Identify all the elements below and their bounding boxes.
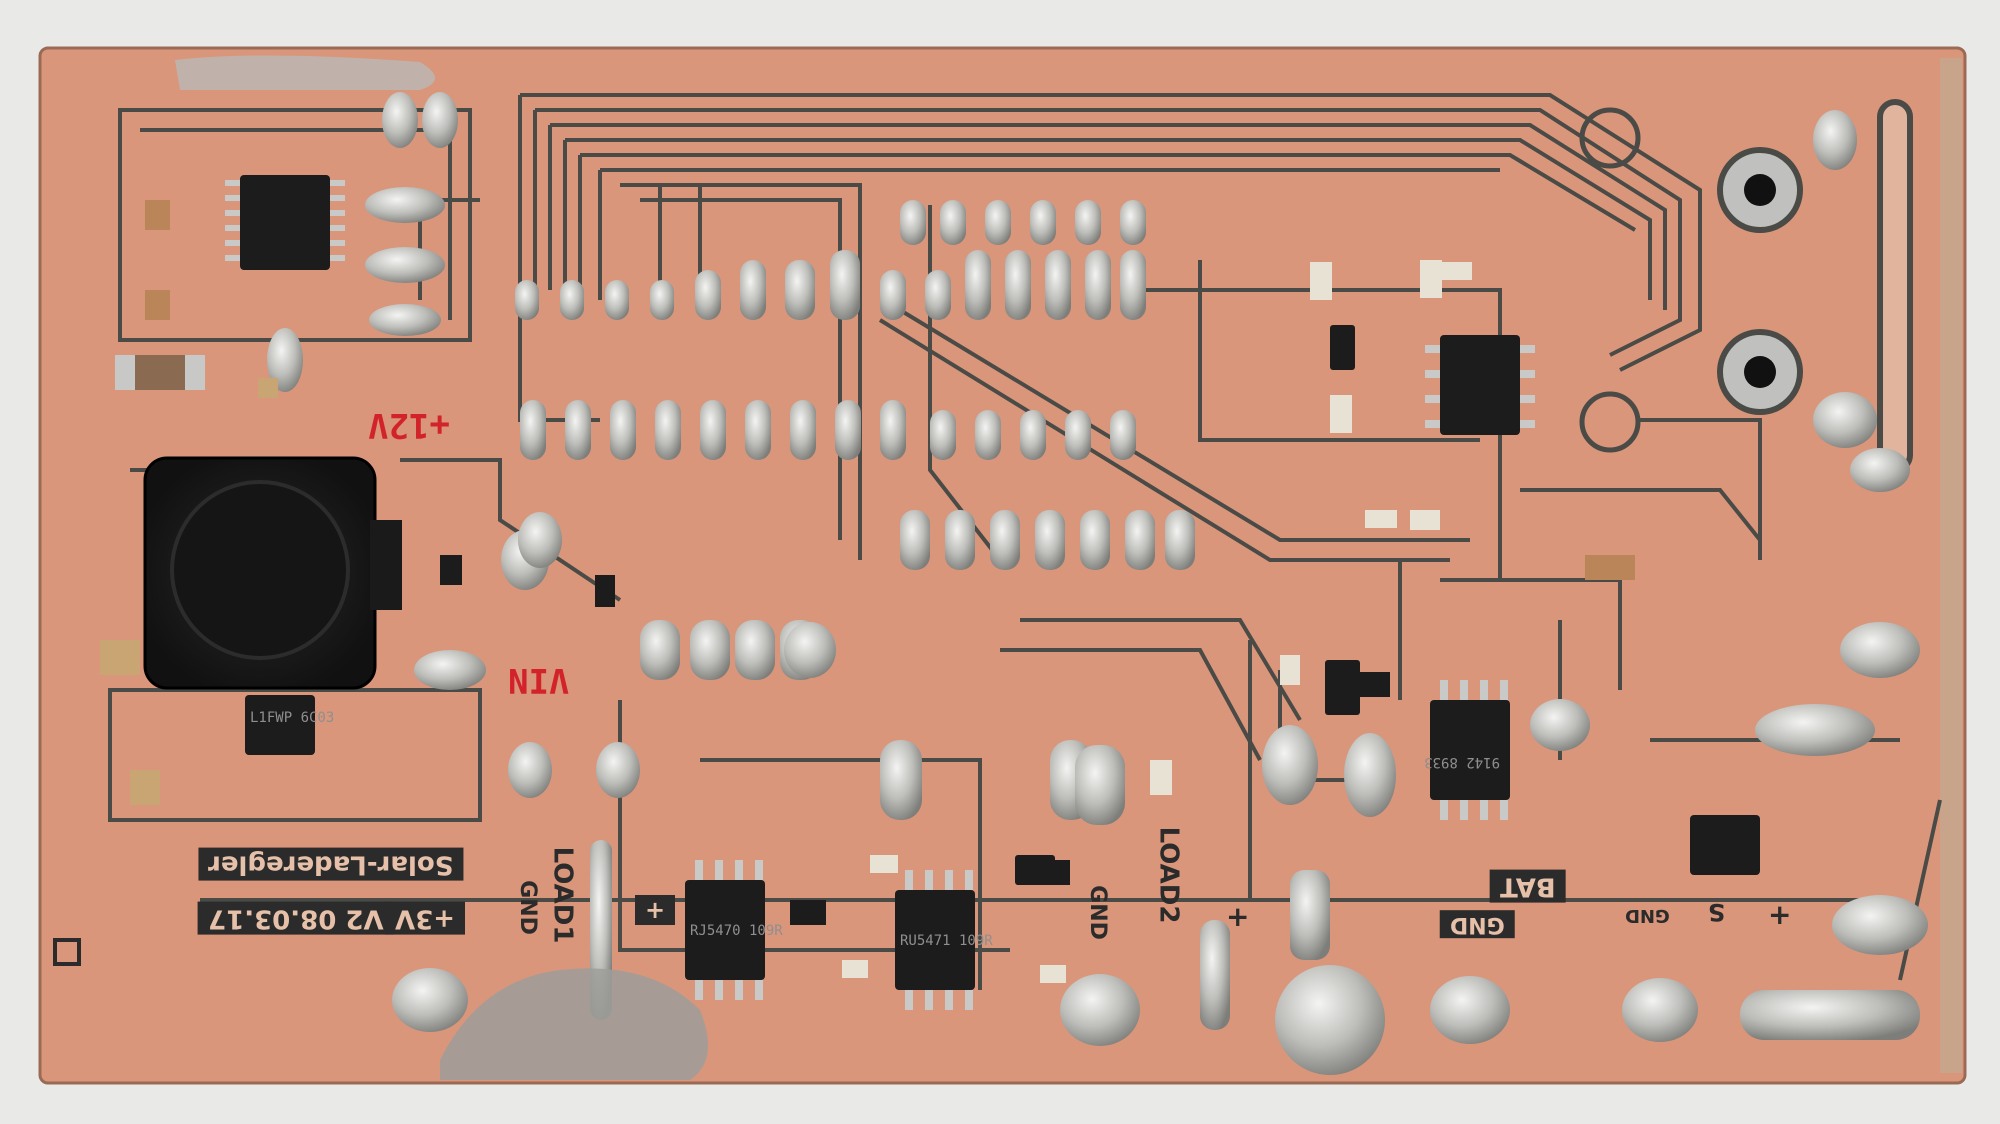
smd-components xyxy=(100,200,1635,983)
supply-silkscreen: +3V xyxy=(385,902,465,935)
svg-text:RU5471 109R: RU5471 109R xyxy=(900,933,993,949)
svg-text:L1FWP 6C03: L1FWP 6C03 xyxy=(250,710,334,726)
load1-label: LOAD1 xyxy=(547,846,578,944)
handwritten-vin: VIN xyxy=(508,660,570,700)
load2-label: LOAD2 xyxy=(1153,826,1184,924)
ic-pins xyxy=(225,180,1535,1010)
load1-gnd-label: GND xyxy=(514,880,540,935)
plus-label-load1: + xyxy=(635,895,676,926)
handwritten-12v: +12V xyxy=(368,405,450,445)
ic-chips xyxy=(240,175,1760,990)
board-name-silkscreen: Solar-Laderegler xyxy=(198,848,464,881)
inductor xyxy=(143,456,402,690)
board-slot xyxy=(1877,99,1913,473)
svg-text:RJ5470 109R: RJ5470 109R xyxy=(690,923,783,939)
s-label: S xyxy=(1708,898,1726,926)
svg-text:9142 8933: 9142 8933 xyxy=(1424,754,1500,770)
version-silkscreen: V2 08.03.17 xyxy=(198,902,394,935)
plus-label-right: + xyxy=(1768,898,1792,931)
bat-gnd-label: GND xyxy=(1440,910,1515,939)
gnd-right-label: GND xyxy=(1625,905,1670,926)
corner-marker xyxy=(53,938,81,966)
solder-smear xyxy=(440,968,708,1080)
load2-gnd-label: GND xyxy=(1084,885,1110,940)
solder-blobs xyxy=(267,92,1928,1075)
plus-label-load2: + xyxy=(1226,900,1250,933)
solder-pads-top xyxy=(515,200,1146,320)
bat-label: BAT xyxy=(1490,870,1566,903)
